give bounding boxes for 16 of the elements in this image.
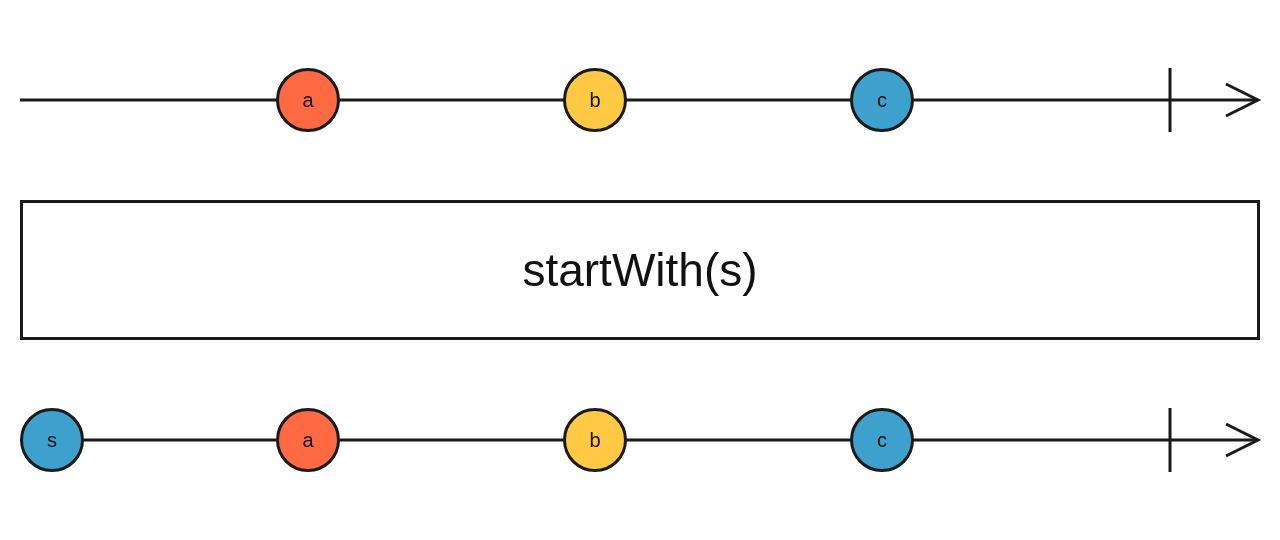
operator-box (20, 200, 1260, 340)
marble-label: a (302, 428, 314, 452)
marble-label: c (877, 428, 887, 452)
marble-circle (276, 408, 340, 472)
marble-circle (563, 408, 627, 472)
marble-circle (276, 68, 340, 132)
marble-label: b (589, 428, 601, 452)
operator-label: startWith(s) (522, 243, 758, 297)
marble-label: s (47, 428, 57, 452)
marble-circle (563, 68, 627, 132)
marble-label: b (589, 88, 601, 112)
marble-circle (20, 408, 84, 472)
marble-label: c (877, 88, 887, 112)
marble-label: a (302, 88, 314, 112)
marble-circle (850, 68, 914, 132)
marble-circle (850, 408, 914, 472)
